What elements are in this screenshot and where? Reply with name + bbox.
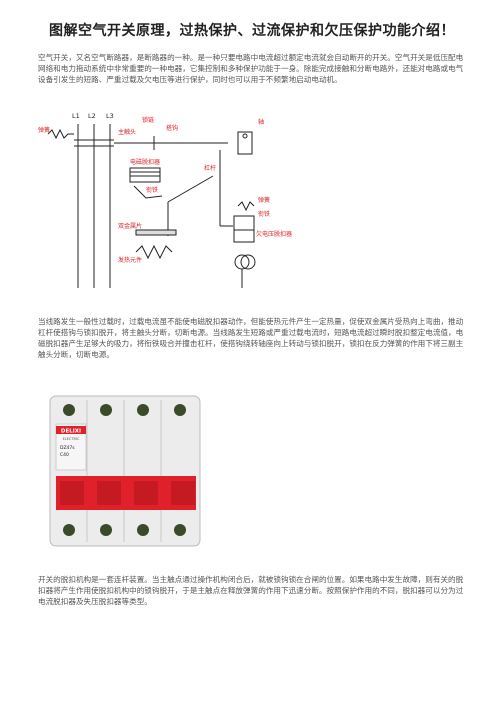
label-armature-top: 衔铁 bbox=[146, 186, 158, 194]
label-lock-hook: 锁链 bbox=[142, 116, 154, 124]
mechanism-paragraph: 开关的脱扣机构是一套连杆装置。当主触点通过操作机构闭合后，就被锁钩锁在合闸的位置… bbox=[38, 575, 464, 606]
phase-l1: L1 bbox=[72, 112, 80, 120]
brand-logo: DELIXI bbox=[61, 429, 81, 435]
label-spring-right: 弹簧 bbox=[258, 196, 270, 204]
breaker-photo: DELIXI ELECTRIC DZ47s C40 bbox=[49, 395, 201, 547]
label-bimetal: 双金属片 bbox=[118, 222, 142, 230]
label-shaft: 轴 bbox=[258, 118, 264, 126]
phase-l3: L3 bbox=[106, 112, 114, 120]
label-uv-trip: 欠电压脱扣器 bbox=[256, 230, 292, 238]
model-text: DZ47s bbox=[60, 445, 75, 451]
label-main-contact: 主触头 bbox=[118, 128, 136, 136]
label-em-trip: 电磁脱扣器 bbox=[130, 158, 160, 166]
label-spring-left: 弹簧 bbox=[38, 126, 50, 134]
label-heater: 发热元件 bbox=[118, 256, 142, 264]
phase-l2: L2 bbox=[88, 112, 96, 120]
brand-sub: ELECTRIC bbox=[63, 437, 80, 441]
page-title: 图解空气开关原理，过热保护、过流保护和欠压保护功能介绍！ bbox=[49, 23, 455, 39]
label-hook: 搭钩 bbox=[166, 124, 178, 132]
label-lever: 杠杆 bbox=[204, 164, 216, 172]
intro-paragraph: 空气开关，又名空气断路器，是断路器的一种。是一种只要电路中电流超过额定电流就会自… bbox=[38, 53, 464, 84]
operation-paragraph: 当线路发生一般性过载时，过载电流虽不能使电磁脱扣器动作，但能使热元件产生一定热量… bbox=[38, 317, 464, 359]
rating-text: C40 bbox=[60, 452, 69, 458]
breaker-diagram: L1 L2 L3 弹簧 主触头 锁链 搭钩 轴 电磁脱扣器 衔铁 杠杆 弹簧 衔… bbox=[38, 112, 292, 288]
label-armature-right: 衔铁 bbox=[258, 210, 270, 218]
